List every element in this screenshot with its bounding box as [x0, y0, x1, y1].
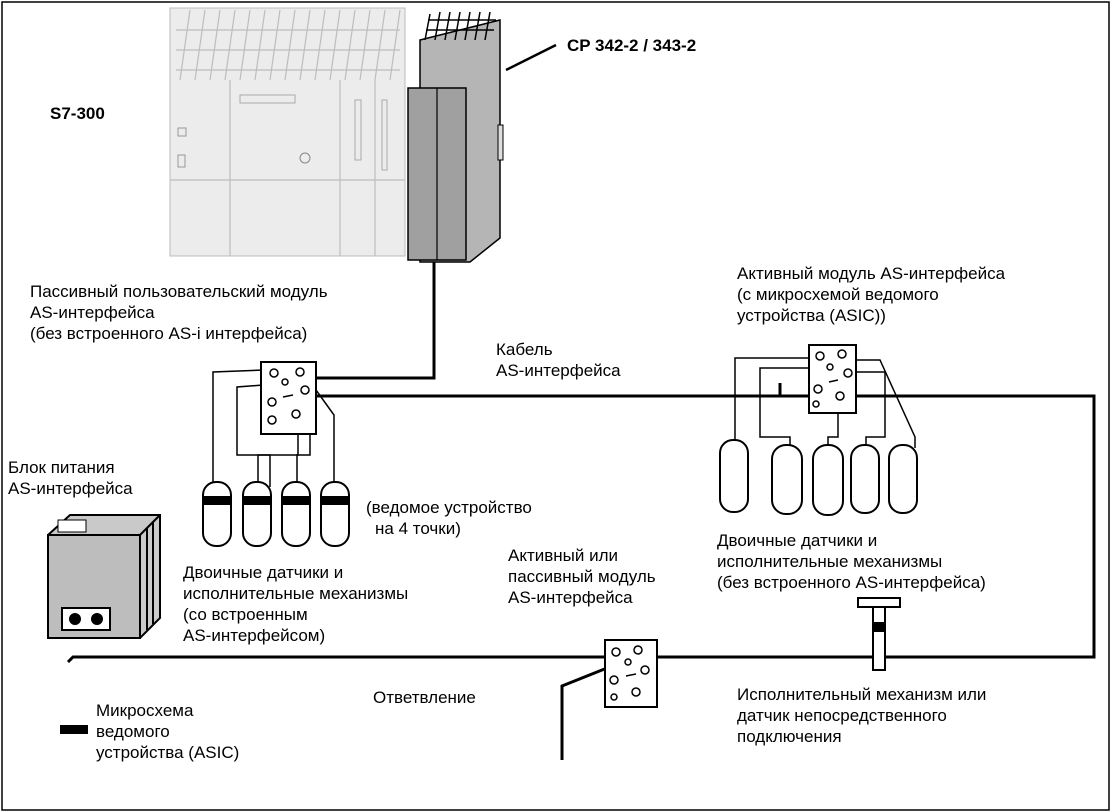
branch-module: [604, 639, 658, 708]
passive-module-wires: [212, 369, 335, 487]
asic-legend-swatch: [60, 725, 88, 734]
sensors-without-asic: [719, 439, 918, 516]
active-module-wires: [734, 357, 916, 452]
active-module: [808, 344, 857, 414]
power-supply: [47, 514, 161, 639]
passive-module-label: Пассивный пользовательский модуль AS-инт…: [30, 282, 328, 343]
active-or-passive-label: Активный или пассивный модуль AS-интерфе…: [508, 546, 656, 607]
cable-label: Кабель AS-интерфейса: [496, 340, 621, 380]
s7-300-label: S7-300: [50, 104, 105, 123]
passive-module: [260, 361, 317, 435]
sensors-builtin-label: Двоичные датчики и исполнительные механи…: [183, 563, 409, 645]
active-module-label: Активный модуль AS-интерфейса (с микросх…: [737, 264, 1006, 325]
power-supply-label: Блок питания AS-интерфейса: [8, 458, 133, 498]
s7-300-plc: [169, 7, 406, 257]
cp-pointer-line: [505, 43, 557, 72]
branch-label: Ответвление: [373, 688, 476, 707]
slave-4-point-label: (ведомое устройство на 4 точки): [366, 498, 532, 538]
cp-module: [407, 11, 504, 263]
cp-label: CP 342-2 / 343-2: [567, 36, 697, 55]
sensors-with-asic: [202, 481, 350, 547]
sensors-nobuiltin-label: Двоичные датчики и исполнительные механи…: [717, 531, 986, 592]
direct-actuator: [857, 597, 901, 671]
direct-connection-label: Исполнительный механизм или датчик непос…: [737, 685, 987, 746]
asic-legend-label: Микросхема ведомого устройства (ASIC): [96, 701, 240, 762]
